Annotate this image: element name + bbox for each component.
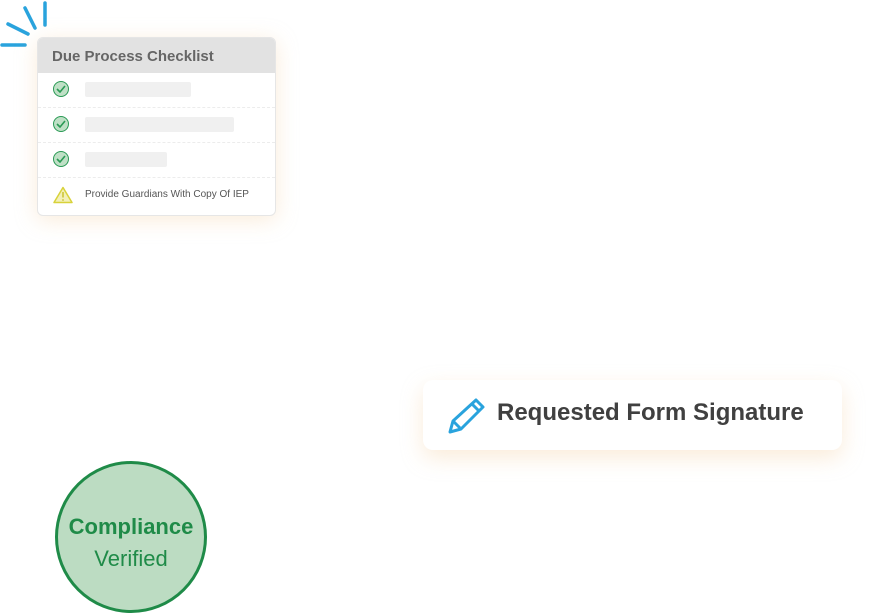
check-circle-icon — [53, 116, 69, 132]
checklist-item-warning: Provide Guardians With Copy Of IEP — [38, 178, 275, 212]
check-circle-icon — [53, 151, 69, 167]
placeholder-bar — [85, 117, 234, 132]
checklist-item — [38, 108, 275, 143]
requested-form-signature-notice: Requested Form Signature — [423, 380, 842, 450]
badge-line1: Compliance — [68, 514, 194, 539]
compliance-verified-badge: Compliance Verified — [55, 461, 207, 613]
warning-icon — [53, 186, 73, 204]
signature-label: Requested Form Signature — [497, 399, 804, 426]
placeholder-bar — [85, 152, 167, 167]
check-circle-icon — [53, 81, 69, 97]
checklist-item — [38, 143, 275, 178]
placeholder-bar — [85, 82, 191, 97]
sparkle-lines-icon — [0, 1, 47, 47]
checklist-title: Due Process Checklist — [38, 38, 275, 73]
pencil-icon — [448, 398, 485, 434]
warning-item-label: Provide Guardians With Copy Of IEP — [85, 189, 249, 200]
checklist-item — [38, 73, 275, 108]
due-process-checklist-card: Due Process Checklist Provide Guardians … — [37, 37, 276, 216]
badge-line2: Verified — [94, 546, 168, 571]
